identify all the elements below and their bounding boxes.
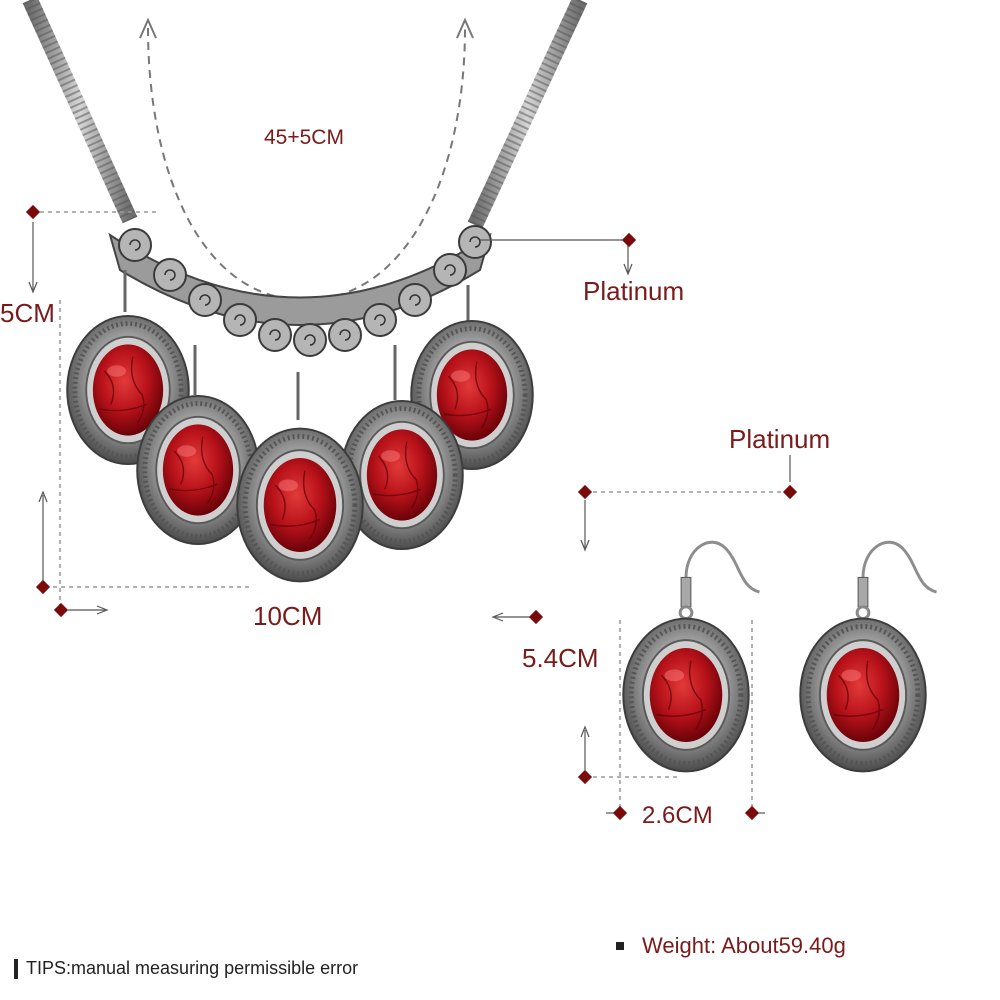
tips-bar-icon: [14, 958, 18, 979]
necklace-material-label: Platinum: [583, 276, 685, 306]
chain-length-indicator: [139, 17, 474, 302]
earring-length-label: 5.4CM: [522, 643, 599, 673]
weight-note: Weight: About59.40g: [616, 933, 846, 959]
earrings: [623, 542, 936, 771]
tips-note: TIPS:manual measuring permissible error: [14, 958, 358, 979]
necklace-pendants: [67, 316, 533, 582]
pendant-bails: [123, 270, 470, 420]
pendant-drop-label: 5CM: [0, 298, 55, 328]
earring-right: [800, 542, 936, 771]
weight-text: Weight: About59.40g: [642, 933, 846, 958]
earring-material-label: Platinum: [729, 424, 831, 454]
earring-measure-lines: [585, 491, 790, 815]
necklace-measure-lines: [40, 211, 250, 612]
bullet-icon: [616, 942, 624, 950]
earring-measure-markers: [528, 484, 798, 821]
necklace-measure-arrows: [28, 222, 633, 615]
collar-beads: [108, 225, 492, 357]
earring-width-label: 2.6CM: [642, 802, 713, 829]
earring-measure-arrows: [491, 455, 791, 814]
necklace-width-label: 10CM: [253, 601, 323, 631]
earring-left: [623, 542, 759, 771]
pendant-3: [237, 429, 362, 582]
chain-length-label: 45+5CM: [264, 126, 344, 149]
tips-text: TIPS:manual measuring permissible error: [26, 958, 359, 978]
necklace-chain: [22, 0, 588, 229]
